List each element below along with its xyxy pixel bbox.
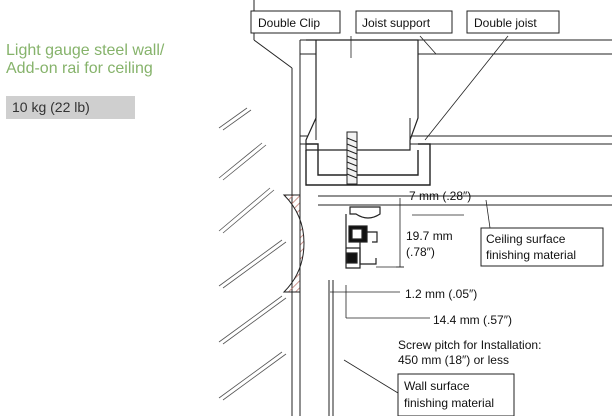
label-ceiling-line-2: finishing material: [486, 248, 576, 262]
dimension-lines: [330, 198, 464, 319]
joist-support: [305, 150, 431, 186]
note-screw-line-1: Screw pitch for Installation:: [398, 338, 541, 352]
leader-lines: [343, 35, 509, 394]
wall-hatch-lines: [218, 107, 287, 401]
label-box-wall: [397, 373, 515, 416]
label-ceiling-line-1: Ceiling surface: [486, 232, 566, 246]
dim-gap: 7 mm (.28″): [409, 189, 471, 203]
note-screw-line-2: 450 mm (18″) or less: [398, 353, 509, 367]
wall-section-hatch: [282, 194, 305, 293]
screw: [346, 131, 358, 185]
label-box-double-joist: [466, 10, 560, 34]
diagram-heading: Light gauge steel wall/ Add-on rai for c…: [6, 42, 216, 78]
heading-line-1: Light gauge steel wall/: [6, 42, 165, 59]
weight-badge: 10 kg (22 lb): [6, 96, 135, 119]
heading-line-2: Add-on rai for ceiling: [6, 60, 153, 77]
clip-inner-line: [315, 118, 411, 140]
label-wall-line-1: Wall surface: [404, 379, 470, 393]
label-box-ceiling: [480, 227, 604, 267]
label-box-joist-support: [355, 10, 453, 34]
label-box-double-clip: [250, 10, 341, 34]
add-on-rail: [345, 206, 381, 269]
joist-support-lip: [306, 143, 431, 150]
label-double-joist: Double joist: [474, 16, 537, 30]
dim-height-imperial: (.78″): [406, 245, 435, 259]
double-clip: [305, 39, 419, 151]
dim-thickness: 1.2 mm (.05″): [405, 287, 477, 301]
dim-width: 14.4 mm (.57″): [433, 313, 512, 327]
label-wall-line-2: finishing material: [404, 396, 494, 410]
dim-height-value: 19.7 mm: [406, 229, 453, 243]
label-joist-support: Joist support: [362, 16, 431, 30]
label-double-clip: Double Clip: [258, 16, 320, 30]
